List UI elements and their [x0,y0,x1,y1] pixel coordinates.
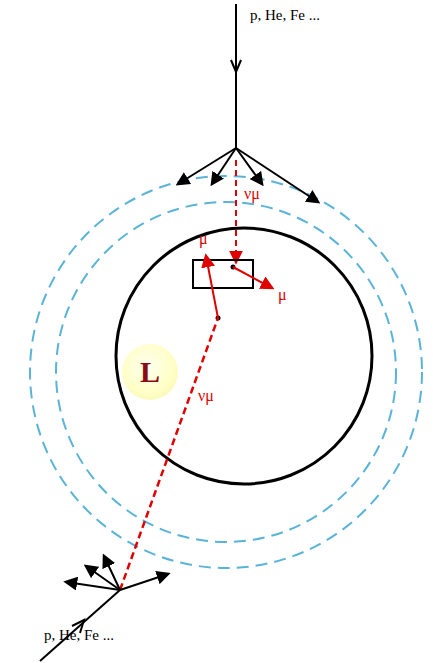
cosmic-ray [235,4,237,148]
atmosphere-inner [56,202,396,542]
particle-symbol: νμ [198,388,214,404]
air-shower [66,556,168,590]
cosmic-ray [40,590,120,661]
particle-label: p, He, Fe ... [250,8,320,23]
node-label: L [140,357,160,387]
length-marker: L [122,344,178,400]
particle-symbol: νμ [244,186,260,202]
particle-symbol: μ [199,231,208,247]
particle-label: p, He, Fe ... [44,628,114,643]
particle-symbol: μ [278,287,287,303]
atmosphere-outer [30,176,422,568]
air-shower [178,148,318,202]
earth-outline [116,228,372,484]
muon-track [233,267,272,288]
neutrino-path [235,160,237,262]
arrow-head [231,60,241,72]
neutrino-path [120,318,218,590]
muon-track [206,256,218,318]
